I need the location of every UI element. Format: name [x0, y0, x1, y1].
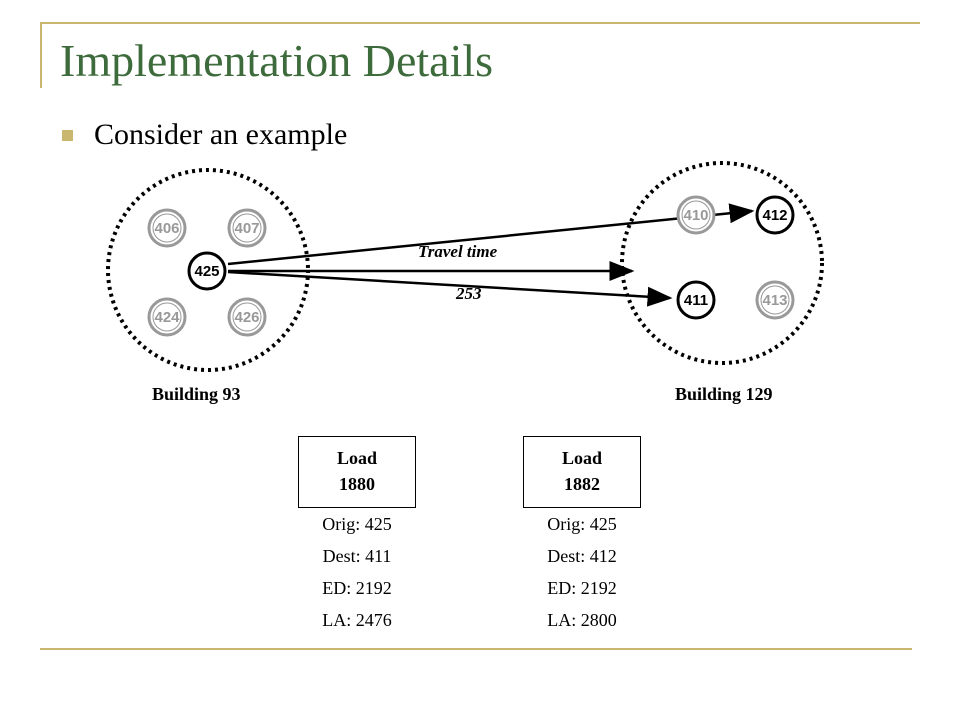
node-407-label: 407: [234, 220, 259, 237]
load-1880-la: LA: 2476: [322, 610, 392, 630]
load-1882-title: Load: [561, 448, 603, 468]
load-1880-dest: Dest: 411: [322, 546, 392, 566]
node-426-label: 426: [234, 309, 259, 326]
arrow-to-412: [227, 203, 755, 266]
slide-title: Implementation Details: [60, 35, 494, 86]
node-425-label: 425: [194, 263, 219, 280]
node-406-label: 406: [154, 220, 179, 237]
load-1882-id: 1882: [564, 474, 600, 494]
node-412: 412: [755, 195, 795, 235]
load-1882-box: Load 1882: [523, 436, 641, 508]
node-413-label: 413: [762, 292, 787, 309]
load-1880-orig: Orig: 425: [322, 514, 392, 534]
node-426: 426: [227, 297, 267, 337]
load-1880-ed: ED: 2192: [322, 578, 392, 598]
node-412-label: 412: [762, 207, 787, 224]
arrow-to-411: [227, 270, 673, 307]
node-424: 424: [147, 297, 187, 337]
load-1882-orig: Orig: 425: [547, 514, 617, 534]
load-1882-details: Orig: 425 Dest: 412 ED: 2192 LA: 2800: [502, 508, 662, 636]
node-413: 413: [755, 280, 795, 320]
node-406: 406: [147, 208, 187, 248]
building-129-label: Building 129: [675, 384, 773, 404]
building-93-label: Building 93: [152, 384, 241, 404]
load-1882-dest: Dest: 412: [547, 546, 617, 566]
load-1880-id: 1880: [339, 474, 375, 494]
bottom-rule: [40, 648, 912, 650]
travel-time-value: 253: [456, 284, 482, 303]
load-1880-details: Orig: 425 Dest: 411 ED: 2192 LA: 2476: [277, 508, 437, 636]
node-407: 407: [227, 208, 267, 248]
node-410: 410: [676, 195, 716, 235]
node-424-label: 424: [154, 309, 180, 326]
load-1882-ed: ED: 2192: [547, 578, 617, 598]
node-411: 411: [676, 280, 716, 320]
travel-time-label: Travel time: [418, 242, 498, 261]
left-rule: [40, 22, 42, 88]
node-425: 425: [187, 251, 227, 291]
node-410-label: 410: [683, 207, 708, 224]
bullet-text: Consider an example: [94, 118, 348, 151]
bullet-square-icon: [62, 130, 73, 141]
building-129-circle: [620, 161, 824, 365]
node-411-label: 411: [684, 292, 708, 309]
load-1880-title: Load: [336, 448, 378, 468]
load-1880-box: Load 1880: [298, 436, 416, 508]
top-rule: [40, 22, 920, 24]
load-1882-la: LA: 2800: [547, 610, 617, 630]
